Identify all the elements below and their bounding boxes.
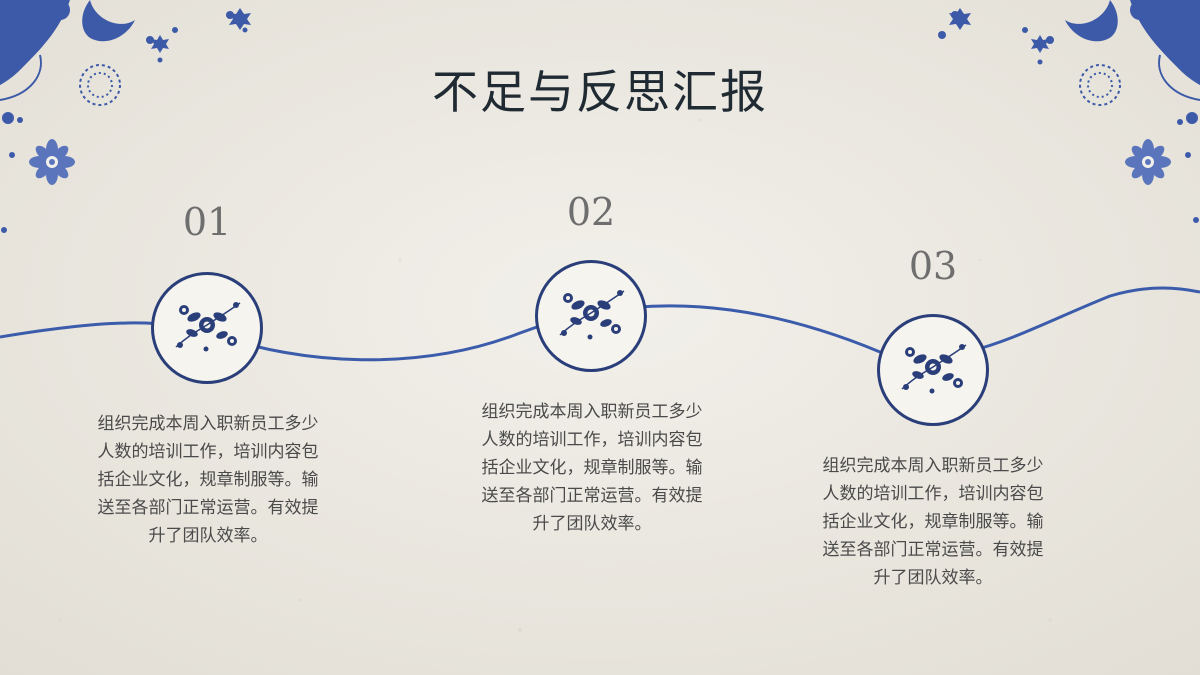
blue-white-floral-icon (901, 344, 967, 394)
desc-line: 送至各部门正常运营。有效提 (97, 498, 319, 518)
desc-line: 升了团队效率。 (532, 514, 652, 534)
item-description: 组织完成本周入职新员工多少 人数的培训工作，培训内容包 括企业文化，规章制服等。… (798, 452, 1068, 592)
floral-corner-top-right (938, 0, 1200, 223)
item-number: 03 (908, 244, 958, 288)
desc-line: 升了团队效率。 (873, 568, 993, 588)
blue-white-floral-icon (175, 302, 241, 352)
item-description: 组织完成本周入职新员工多少 人数的培训工作，培训内容包 括企业文化，规章制服等。… (73, 410, 343, 550)
desc-line: 括企业文化，规章制服等。输 (97, 470, 319, 490)
desc-line: 人数的培训工作，培训内容包 (822, 484, 1044, 504)
slide-title: 不足与反思汇报 (432, 65, 768, 119)
item-medallion (877, 314, 989, 426)
desc-line: 人数的培训工作，培训内容包 (97, 442, 319, 462)
item-medallion (151, 272, 263, 384)
desc-line: 括企业文化，规章制服等。输 (822, 512, 1044, 532)
desc-line: 组织完成本周入职新员工多少 (822, 456, 1044, 476)
desc-line: 送至各部门正常运营。有效提 (822, 540, 1044, 560)
item-number: 02 (566, 190, 616, 234)
desc-line: 人数的培训工作，培训内容包 (481, 430, 703, 450)
desc-line: 送至各部门正常运营。有效提 (481, 486, 703, 506)
blue-white-floral-icon (559, 290, 625, 340)
desc-line: 括企业文化，规章制服等。输 (481, 458, 703, 478)
desc-line: 升了团队效率。 (148, 526, 268, 546)
item-description: 组织完成本周入职新员工多少 人数的培训工作，培训内容包 括企业文化，规章制服等。… (457, 398, 727, 538)
desc-line: 组织完成本周入职新员工多少 (97, 414, 319, 434)
item-number: 01 (182, 200, 232, 244)
desc-line: 组织完成本周入职新员工多少 (481, 402, 703, 422)
item-medallion (535, 260, 647, 372)
floral-corner-top-left (0, 0, 251, 233)
